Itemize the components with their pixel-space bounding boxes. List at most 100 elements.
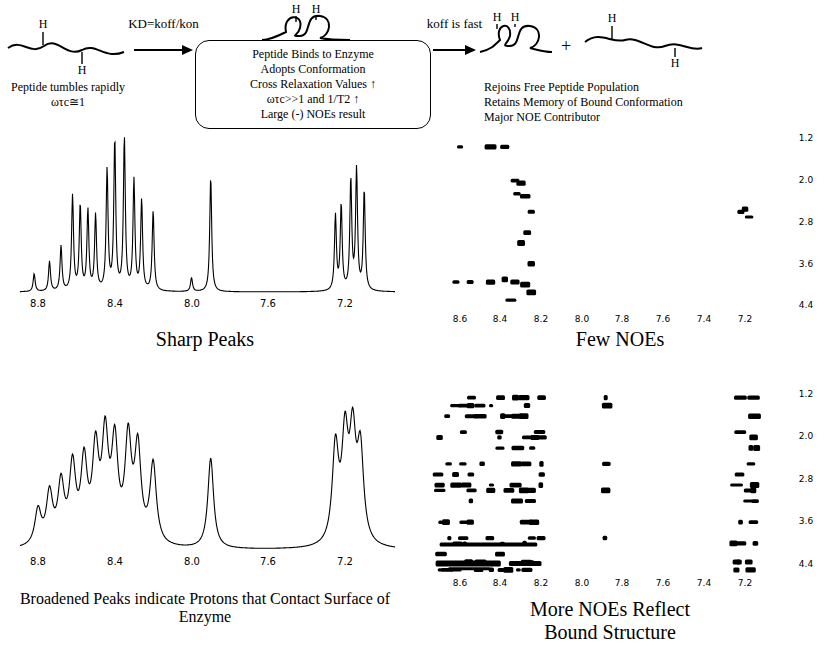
axis-tick: 7.4: [697, 314, 711, 324]
panel-caption: More NOEs Reflect Bound Structure: [510, 598, 710, 644]
axis-tick: 7.4: [697, 578, 711, 588]
cross-peak: [452, 280, 459, 283]
cross-peak: [734, 396, 747, 400]
axis-tick: 8.4: [107, 298, 123, 310]
cross-peak: [496, 395, 505, 400]
cross-peak: [474, 404, 485, 408]
cross-peak: [485, 144, 497, 149]
bound-state-box: Peptide Binds to EnzymeAdopts Conformati…: [195, 40, 431, 129]
cross-peak: [517, 240, 525, 246]
cross-peak: [733, 568, 739, 573]
cross-peak: [518, 395, 530, 400]
cross-peak: [523, 230, 531, 235]
cross-peak: [529, 520, 539, 525]
node-text: Large (-) NOEs result: [202, 107, 424, 122]
atom-label: H: [493, 11, 502, 25]
axis-tick: 8.0: [184, 556, 200, 568]
axis-tick: 4.4: [799, 300, 813, 310]
cross-peak: [497, 435, 502, 439]
cross-peak: [753, 445, 760, 451]
axis-tick: 7.8: [615, 578, 629, 588]
cross-peak: [460, 430, 467, 434]
cross-peak: [503, 567, 513, 573]
cross-peak: [521, 462, 532, 467]
cross-peak: [537, 395, 546, 400]
axis-tick: 8.0: [184, 298, 200, 310]
cross-peak: [745, 560, 753, 565]
axis-tick: 8.2: [534, 578, 548, 588]
cross-peak: [742, 207, 749, 212]
cross-peak: [520, 282, 530, 288]
cross-peak: [435, 552, 447, 557]
cross-peak: [745, 216, 754, 219]
cross-peak: [495, 552, 505, 557]
cross-peak: [749, 435, 758, 441]
node-text: Rejoins Free Peptide Population: [484, 80, 700, 95]
atom-label: H: [312, 3, 321, 17]
cross-peak: [457, 145, 463, 148]
cross-peak: [735, 541, 747, 545]
panel-caption: Sharp Peaks: [156, 328, 254, 351]
cross-peak: [504, 488, 515, 493]
axis-tick: 3.6: [799, 516, 813, 526]
axis-tick: 2.8: [799, 217, 813, 227]
axis-tick: 7.6: [260, 556, 276, 568]
cross-peak: [486, 536, 495, 540]
cross-peak: [527, 488, 536, 493]
cross-peak: [528, 210, 535, 214]
node-text: Cross Relaxation Values ↑: [202, 77, 424, 92]
arrow-head: [465, 45, 476, 55]
cross-peak: [459, 462, 467, 465]
cross-peak: [536, 435, 547, 439]
axis-tick: 4.4: [799, 559, 813, 569]
axis-tick: 3.6: [799, 259, 813, 269]
cross-peak: [750, 488, 756, 494]
axis-tick: 8.4: [107, 556, 123, 568]
noesy-sparse-peaks: [452, 144, 753, 301]
cross-peak: [753, 541, 759, 546]
cross-peak: [486, 279, 495, 284]
cross-peak: [534, 430, 546, 434]
h-bond-stick: [497, 24, 515, 29]
cross-peak: [602, 403, 613, 409]
free-peptide-group: Peptide tumbles rapidlyωτc≅1: [4, 20, 132, 112]
cross-peak: [434, 489, 446, 492]
reaction-arrow: [433, 45, 476, 55]
panel-caption: +: [561, 36, 571, 57]
cross-peak: [526, 290, 536, 296]
cross-peak: [602, 462, 611, 466]
cross-peak: [489, 404, 493, 407]
cross-peak: [747, 396, 760, 400]
extended-peptide: [585, 37, 702, 49]
released-peptide-group: Rejoins Free Peptide PopulationRetains M…: [478, 15, 706, 127]
cross-peak: [750, 482, 759, 488]
cross-peak: [511, 499, 523, 504]
cross-peak: [745, 567, 755, 572]
cross-peak: [447, 536, 451, 540]
cross-peak: [489, 484, 494, 487]
cross-peak: [445, 462, 452, 465]
cross-peak: [539, 461, 543, 467]
cross-peak: [502, 277, 508, 283]
axis-tick: 8.8: [30, 556, 46, 568]
cross-peak: [516, 568, 521, 571]
reaction-arrow: [134, 45, 193, 55]
atom-label: H: [608, 12, 617, 26]
axis-tick: 8.6: [453, 578, 467, 588]
panel-caption: Few NOEs: [576, 328, 664, 351]
folded-peptide: [480, 26, 552, 52]
cross-peak: [539, 472, 545, 477]
axis-tick: 2.0: [799, 431, 813, 441]
cross-peak: [512, 395, 519, 401]
cross-peak: [749, 445, 754, 451]
node-text: Adopts Conformation: [202, 62, 424, 77]
broad-spectrum: [20, 407, 395, 548]
axis-tick: 7.2: [738, 578, 752, 588]
cross-peak: [521, 568, 532, 572]
cross-peak: [539, 482, 544, 488]
cross-peak: [748, 413, 761, 419]
cross-peak: [736, 559, 742, 564]
cross-peak: [495, 446, 504, 449]
cross-peak: [513, 192, 521, 196]
atom-label: H: [671, 57, 680, 71]
